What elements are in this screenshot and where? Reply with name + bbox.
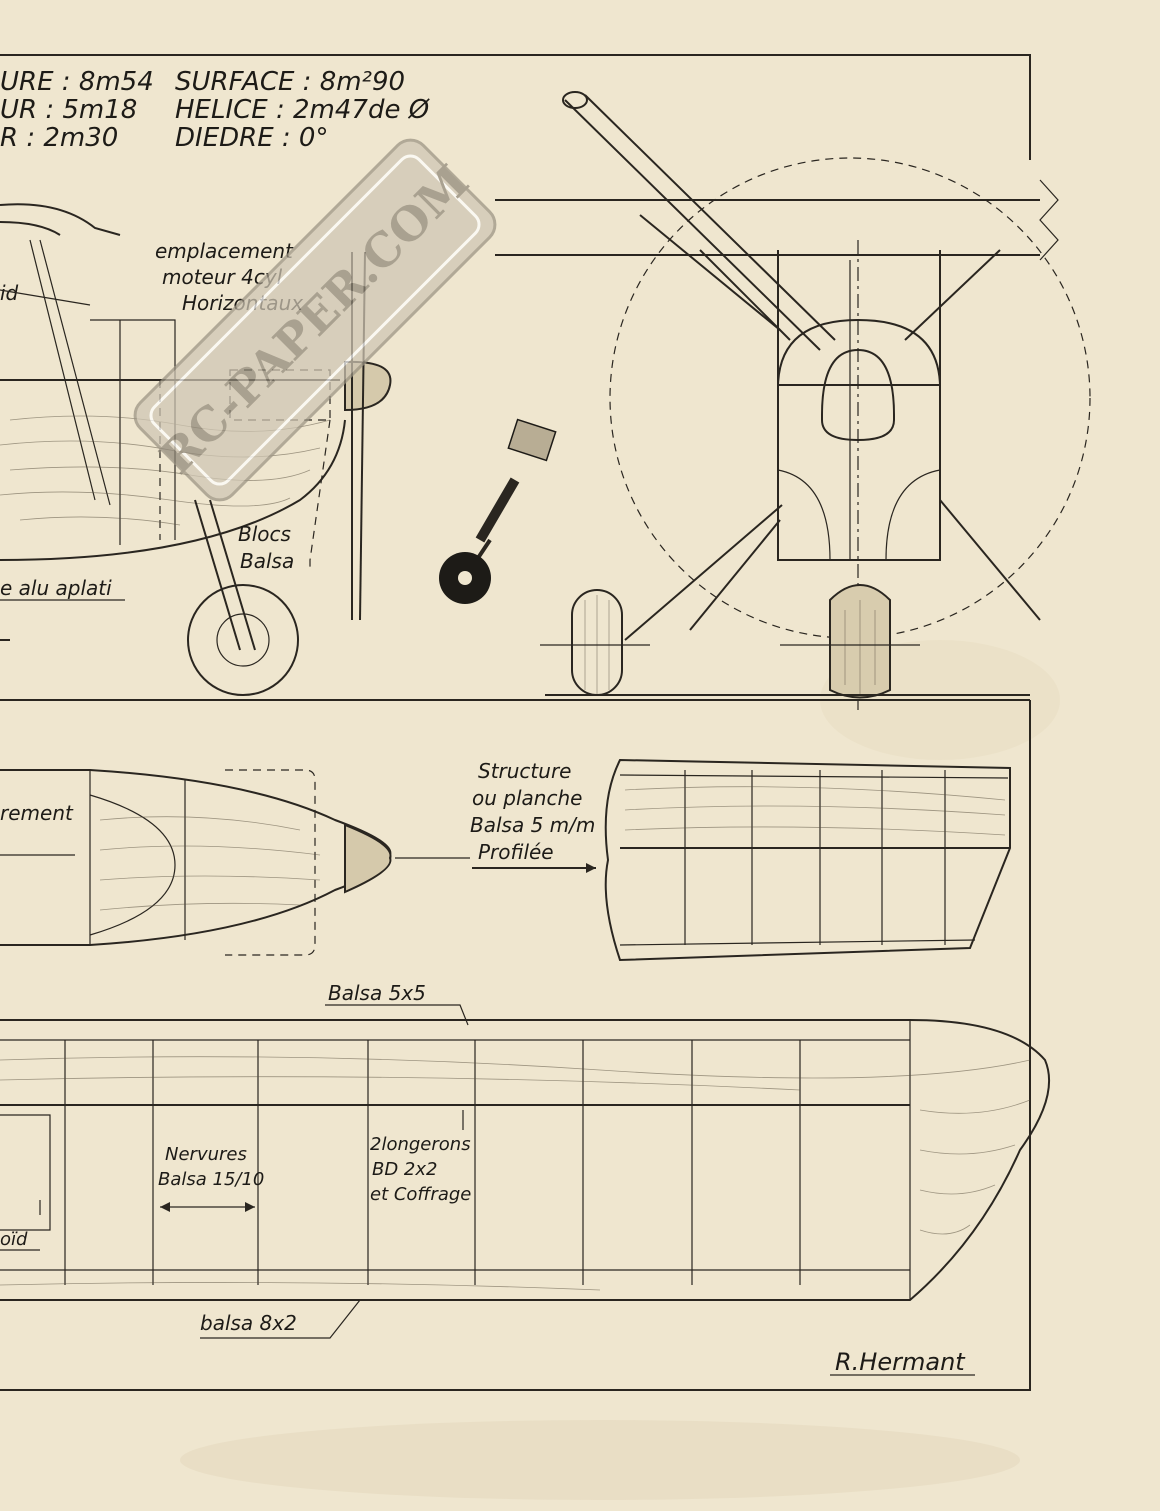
spec-row2-left: UR : 5m18 — [0, 95, 137, 125]
blocks-label-1: Blocs — [238, 522, 291, 546]
tail-note-1: Structure — [478, 759, 571, 783]
top-view-fuselage — [0, 769, 470, 956]
wing-edge-label: Balsa 5x5 — [328, 981, 426, 1005]
watermark-stamp: RC-PAPER.COM — [133, 138, 497, 502]
spec-row3-right: DIEDRE : 0° — [175, 123, 328, 153]
side-wheel — [187, 584, 299, 696]
spec-block: URE : 8m54 SURFACE : 8m²90 UR : 5m18 HEL… — [0, 67, 431, 153]
ribs-label-2: Balsa 15/10 — [158, 1169, 264, 1190]
spars-label-2: BD 2x2 — [372, 1159, 438, 1180]
side-cut-label: id — [0, 281, 19, 305]
spec-row1-left: URE : 8m54 — [0, 67, 154, 97]
trailing-edge-label: balsa 8x2 — [200, 1311, 297, 1335]
ribs-label-1: Nervures — [165, 1144, 247, 1165]
watermark-text: RC-PAPER.COM — [149, 154, 479, 484]
engine-note-1: emplacement — [155, 239, 294, 263]
spars-label-3: et Coffrage — [370, 1184, 471, 1205]
tail-note-2: ou planche — [472, 786, 582, 810]
side-view-fuselage — [0, 203, 392, 696]
tail-plane — [472, 758, 1011, 962]
detail-sketch-gear — [439, 418, 557, 604]
tail-note-4: Profilée — [478, 840, 554, 864]
spec-row3-left: R : 2m30 — [0, 123, 118, 153]
wing-plan — [0, 1004, 1051, 1339]
spec-row2-right: HELICE : 2m47de Ø — [175, 95, 431, 125]
wing-cut-label: oïd — [0, 1229, 28, 1250]
landing-gear-label: e alu aplati — [0, 576, 112, 600]
front-view — [495, 91, 1091, 710]
tail-note-3: Balsa 5 m/m — [470, 813, 595, 837]
spars-label-1: 2longerons — [370, 1134, 471, 1155]
blocks-label-2: Balsa — [240, 549, 294, 573]
signature: R.Hermant — [835, 1348, 966, 1376]
top-cut-label: rement — [0, 801, 74, 825]
spec-row1-right: SURFACE : 8m²90 — [175, 67, 405, 97]
propeller-disc — [609, 157, 1091, 639]
